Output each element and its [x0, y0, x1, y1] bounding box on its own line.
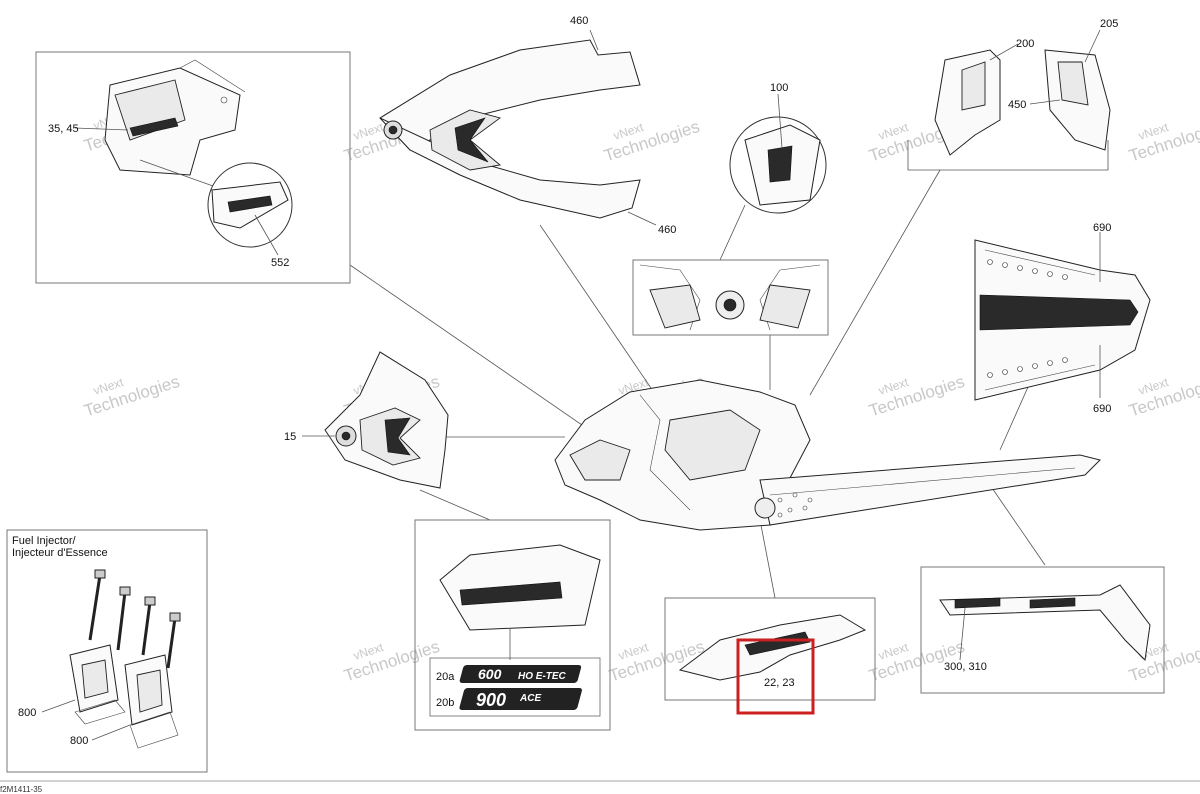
callout-450: 450	[1008, 99, 1026, 111]
fuel-injector-title-fr: Injecteur d'Essence	[12, 547, 108, 559]
decal-detail-box: 600 HO E-TEC 900 ACE 20a 20b	[414, 519, 611, 731]
hood-top-view: 460 460	[379, 15, 676, 236]
rear-rail-detail-box: 300, 310	[920, 566, 1165, 694]
callout-20a: 20a	[436, 671, 455, 683]
callout-205: 205	[1100, 18, 1118, 30]
bolt-icon	[88, 569, 181, 669]
callout-460-top: 460	[570, 15, 588, 27]
fuel-injector-title-en: Fuel Injector/	[12, 535, 77, 547]
fuel-injector-box: Fuel Injector/ Injecteur d'Essence 800 8…	[6, 529, 208, 773]
callout-690-top: 690	[1093, 222, 1111, 234]
callout-20b: 20b	[436, 697, 454, 709]
highlight-box	[736, 638, 815, 715]
callout-800-b: 800	[70, 735, 88, 747]
rear-bumper-detail-box: 22, 23	[664, 597, 876, 715]
main-assembly	[554, 379, 1101, 531]
decal-600-number: 600	[478, 666, 502, 682]
detail-box-side-panel: 35, 45 552	[35, 51, 351, 284]
front-nose-view: 15	[284, 351, 449, 489]
side-panels-view: 200 205 450	[907, 18, 1118, 171]
decal-900-number: 900	[476, 690, 506, 710]
callout-690-bottom: 690	[1093, 403, 1111, 415]
callout-200: 200	[1016, 38, 1034, 50]
callout-552: 552	[271, 257, 289, 269]
tunnel-top-view: 690 690	[974, 222, 1151, 415]
footer-code: f2M1411-35	[0, 785, 43, 794]
callout-15: 15	[284, 431, 296, 443]
callout-22-23: 22, 23	[764, 677, 795, 689]
callout-300-310: 300, 310	[944, 661, 987, 673]
detail-console-view: 100	[632, 82, 829, 336]
decal-600-suffix: HO E-TEC	[518, 671, 567, 682]
callout-800-a: 800	[18, 707, 36, 719]
callout-100: 100	[770, 82, 788, 94]
callout-35-45: 35, 45	[48, 123, 79, 135]
decal-900: 900 ACE	[459, 688, 582, 710]
decal-900-suffix: ACE	[519, 693, 541, 704]
decal-600: 600 HO E-TEC	[459, 665, 582, 683]
callout-460-bottom: 460	[658, 224, 676, 236]
